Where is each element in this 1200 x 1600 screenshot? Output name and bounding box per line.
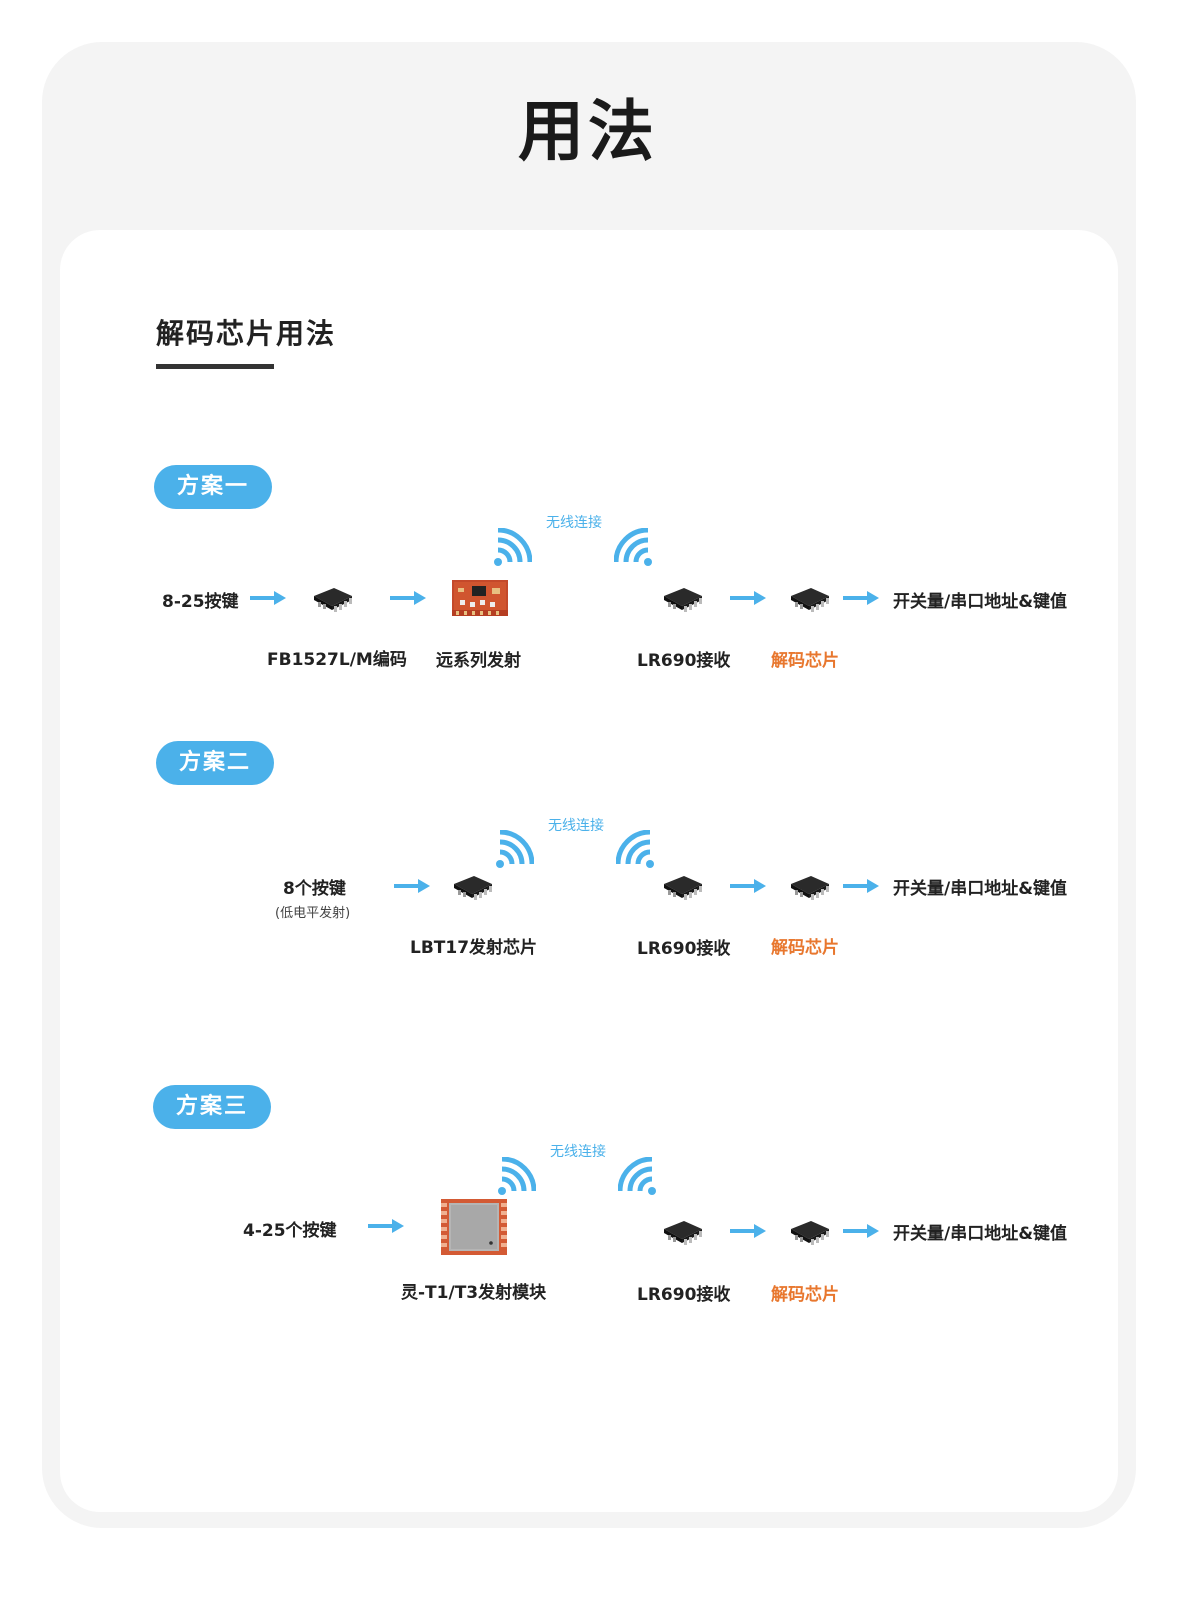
scheme-1-transmitter-label: 远系列发射 [436, 651, 521, 671]
scheme-3-badge: 方案三 [153, 1085, 271, 1129]
scheme-2-output-label: 开关量/串口地址&键值 [893, 879, 1068, 899]
arrow-right-icon [394, 879, 430, 893]
page-title: 用法 [518, 93, 658, 170]
arrow-right-icon [843, 1224, 879, 1238]
wifi-signal-icon [618, 1157, 658, 1197]
wifi-signal-icon [494, 830, 534, 870]
scheme-2-decoder-label: 解码芯片 [771, 938, 839, 958]
scheme-3-transmitter-label: 灵-T1/T3发射模块 [401, 1283, 547, 1303]
section-title: 解码芯片用法 [156, 317, 337, 350]
scheme-2-input-label: 8个按键 [283, 879, 346, 899]
scheme-3-receiver-label: LR690接收 [637, 1285, 731, 1305]
scheme-2-receiver-label: LR690接收 [637, 939, 731, 959]
scheme-2-input-note: (低电平发射) [275, 906, 351, 921]
arrow-right-icon [843, 591, 879, 605]
arrow-right-icon [730, 1224, 766, 1238]
arrow-right-icon [390, 591, 426, 605]
arrow-right-icon [730, 591, 766, 605]
ic-chip-icon [787, 584, 833, 614]
scheme-1-input-label: 8-25按键 [162, 592, 239, 612]
arrow-right-icon [368, 1219, 404, 1233]
wifi-signal-icon [614, 528, 654, 568]
content-card [60, 230, 1118, 1512]
arrow-right-icon [250, 591, 286, 605]
ic-chip-icon [660, 584, 706, 614]
wifi-signal-icon [496, 1157, 536, 1197]
scheme-1-receiver-label: LR690接收 [637, 651, 731, 671]
scheme-3-decoder-label: 解码芯片 [771, 1285, 839, 1305]
scheme-3-input-label: 4-25个按键 [243, 1221, 337, 1241]
ic-chip-icon [310, 584, 356, 614]
scheme-2-transmitter-label: LBT17发射芯片 [410, 938, 538, 958]
scheme-1-wireless-label: 无线连接 [546, 515, 602, 531]
scheme-3-wireless-label: 无线连接 [550, 1144, 606, 1160]
scheme-2-wireless-label: 无线连接 [548, 818, 604, 834]
ic-chip-icon [450, 872, 496, 902]
ic-chip-icon [787, 1217, 833, 1247]
section-underline [156, 364, 274, 369]
scheme-1-output-label: 开关量/串口地址&键值 [893, 592, 1068, 612]
arrow-right-icon [843, 879, 879, 893]
scheme-1-decoder-label: 解码芯片 [771, 651, 839, 671]
ic-chip-icon [660, 1217, 706, 1247]
scheme-3-output-label: 开关量/串口地址&键值 [893, 1224, 1068, 1244]
ic-chip-icon [660, 872, 706, 902]
scheme-1-encoder-label: FB1527L/M编码 [267, 650, 407, 670]
arrow-right-icon [730, 879, 766, 893]
rf-module-icon [441, 1199, 507, 1255]
ic-chip-icon [787, 872, 833, 902]
scheme-1-badge: 方案一 [154, 465, 272, 509]
wifi-signal-icon [616, 830, 656, 870]
wifi-signal-icon [492, 528, 532, 568]
rf-module-icon [452, 580, 508, 616]
scheme-2-badge: 方案二 [156, 741, 274, 785]
